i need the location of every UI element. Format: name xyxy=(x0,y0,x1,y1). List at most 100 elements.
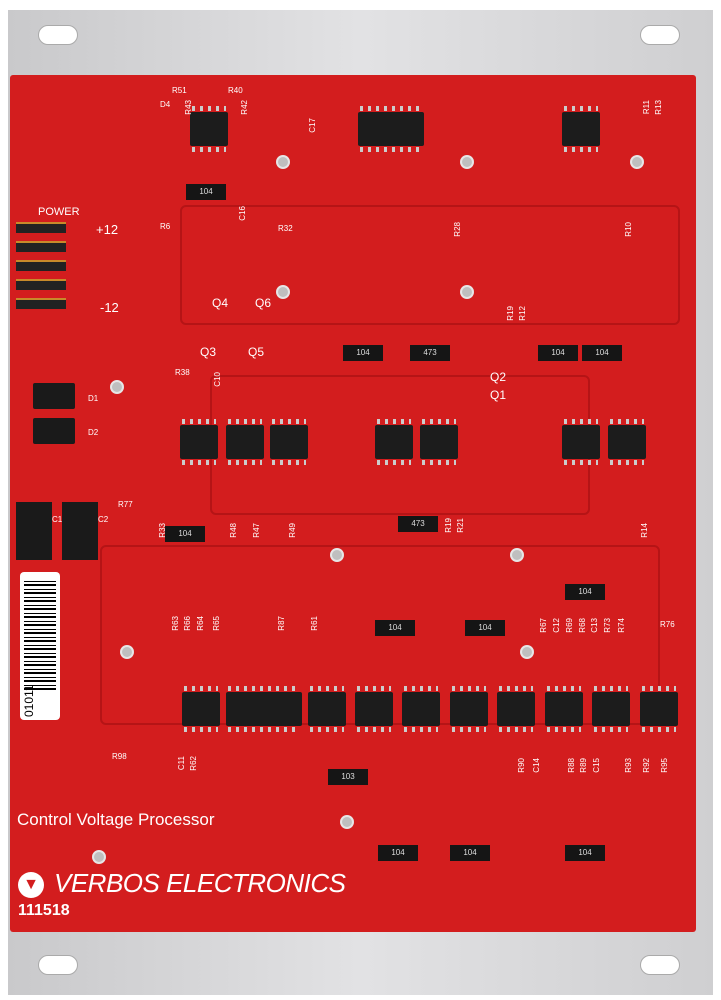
ref-label: R77 xyxy=(118,500,133,509)
ref-label: R38 xyxy=(175,368,190,377)
mounting-slot xyxy=(640,25,680,45)
ref-label: R11 xyxy=(642,100,651,115)
ref-label: R21 xyxy=(456,518,465,533)
resistor-network: 473 xyxy=(398,516,438,532)
solder-pad xyxy=(92,850,106,864)
solder-pad xyxy=(460,285,474,299)
ref-label: R42 xyxy=(240,100,249,115)
ic-chip xyxy=(180,419,218,465)
ic-chip xyxy=(562,106,600,152)
board-title: Control Voltage Processor xyxy=(17,810,215,829)
solder-pad xyxy=(330,548,344,562)
solder-pad xyxy=(520,645,534,659)
barcode xyxy=(24,580,56,690)
ref-label: R88 xyxy=(567,758,576,773)
ref-label: C11 xyxy=(177,756,186,771)
power-label: POWER xyxy=(38,206,80,218)
ref-label: C15 xyxy=(592,758,601,773)
ic-chip xyxy=(226,419,264,465)
resistor-network: 473 xyxy=(410,345,450,361)
ref-label: R19 xyxy=(444,518,453,533)
ref-label: R48 xyxy=(229,523,238,538)
ref-label: R6 xyxy=(160,222,171,231)
power-header xyxy=(16,298,66,309)
ref-label: Q1 xyxy=(490,388,507,402)
ic-chip xyxy=(545,686,583,732)
resistor-network: 104 xyxy=(465,620,505,636)
solder-pad xyxy=(120,645,134,659)
ref-label: R63 xyxy=(171,616,180,631)
ref-label: R19 xyxy=(506,306,515,321)
ref-label: C17 xyxy=(308,118,317,133)
diode xyxy=(33,418,75,444)
resistor-network: 104 xyxy=(450,845,490,861)
ref-label: R40 xyxy=(228,86,243,95)
ref-label: R10 xyxy=(624,222,633,237)
ref-label: R32 xyxy=(278,224,293,233)
solder-pad xyxy=(340,815,354,829)
ref-label: R49 xyxy=(288,523,297,538)
serial-number: 111518 xyxy=(18,902,70,919)
trace xyxy=(180,205,680,325)
resistor-network: 104 xyxy=(343,345,383,361)
ref-label: C12 xyxy=(552,618,561,633)
ref-label: R98 xyxy=(112,752,127,761)
ref-label: R87 xyxy=(277,616,286,631)
resistor-network: 104 xyxy=(375,620,415,636)
ic-chip xyxy=(308,686,346,732)
ref-label: R64 xyxy=(196,616,205,631)
ref-label: R74 xyxy=(617,618,626,633)
barcode-sticker: 01011 xyxy=(20,572,60,720)
ic-chip xyxy=(640,686,678,732)
ref-label: R66 xyxy=(183,616,192,631)
power-header[interactable] xyxy=(16,222,66,233)
ic-chip xyxy=(497,686,535,732)
power-header xyxy=(16,279,66,290)
ic-chip xyxy=(270,419,308,465)
mounting-slot xyxy=(38,25,78,45)
ref-label: R95 xyxy=(660,758,669,773)
power-header xyxy=(16,241,66,252)
ref-label: C14 xyxy=(532,758,541,773)
ref-label: Q5 xyxy=(248,345,265,359)
ref-label: R92 xyxy=(642,758,651,773)
ic-chip xyxy=(592,686,630,732)
capacitor xyxy=(16,502,52,560)
ic-chip xyxy=(562,419,600,465)
solder-pad xyxy=(630,155,644,169)
resistor-network: 104 xyxy=(538,345,578,361)
solder-pad xyxy=(460,155,474,169)
ref-label: Q3 xyxy=(200,345,217,359)
ic-chip xyxy=(420,419,458,465)
ref-label: R76 xyxy=(660,620,675,629)
ref-label: R43 xyxy=(184,100,193,115)
barcode-text: 01011 xyxy=(22,684,36,717)
ref-label: R62 xyxy=(189,756,198,771)
solder-pad xyxy=(110,380,124,394)
ic-chip xyxy=(358,106,424,152)
ref-label: R67 xyxy=(539,618,548,633)
ic-chip xyxy=(355,686,393,732)
solder-pad xyxy=(276,155,290,169)
solder-pad xyxy=(276,285,290,299)
power-header xyxy=(16,260,66,271)
ref-label: C1 xyxy=(52,515,63,524)
ref-label: R93 xyxy=(624,758,633,773)
ref-label: R51 xyxy=(172,86,187,95)
ref-label: Q6 xyxy=(255,296,272,310)
ic-chip xyxy=(608,419,646,465)
resistor-network: 104 xyxy=(565,584,605,600)
ic-chip xyxy=(182,686,220,732)
ref-label: R73 xyxy=(603,618,612,633)
solder-pad xyxy=(510,548,524,562)
ref-label: R65 xyxy=(212,616,221,631)
ref-label: R61 xyxy=(310,616,319,631)
mounting-slot xyxy=(640,955,680,975)
ref-label: C13 xyxy=(590,618,599,633)
ref-label: R47 xyxy=(252,523,261,538)
plus12-label: +12 xyxy=(96,222,119,237)
circuit-board xyxy=(10,75,696,932)
ref-label: R14 xyxy=(640,523,649,538)
ref-label: D4 xyxy=(160,100,171,109)
diode xyxy=(33,383,75,409)
